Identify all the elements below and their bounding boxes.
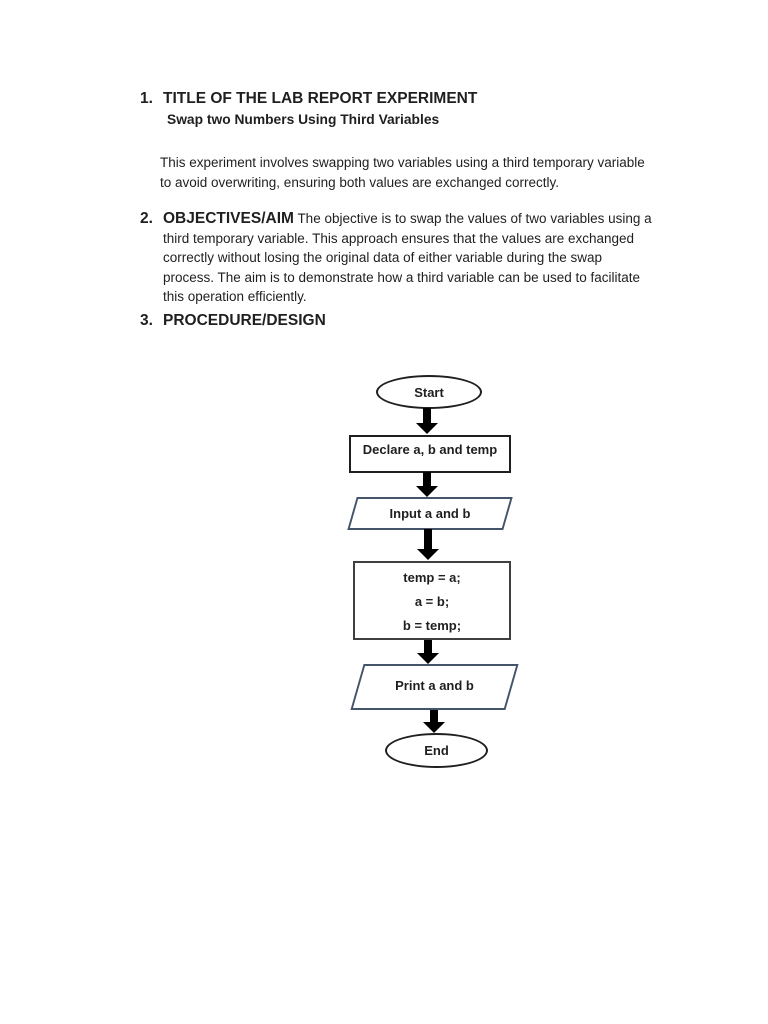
arrow-head: [417, 549, 439, 560]
section-2-first-line: OBJECTIVES/AIM The objective is to swap …: [163, 209, 700, 229]
print-node-label: Print a and b: [395, 677, 474, 693]
arrow-stem: [430, 710, 438, 723]
flowchart-start-node: Start: [376, 375, 482, 409]
arrow-stem: [424, 529, 432, 550]
arrow-down-icon: [417, 640, 439, 664]
paragraph-line: to avoid overwriting, ensuring both valu…: [160, 175, 559, 190]
paragraph-line: third temporary variable. This approach …: [163, 230, 635, 246]
arrow-head: [416, 486, 438, 497]
end-node-label: End: [424, 743, 449, 758]
section-1-paragraph: This experiment involves swapping two va…: [160, 153, 700, 193]
flowchart-print-node: Print a and b: [350, 664, 519, 710]
arrow-head: [417, 653, 439, 664]
section-1-heading-row: 1. TITLE OF THE LAB REPORT EXPERIMENT: [140, 88, 700, 109]
arrow-down-icon: [423, 710, 445, 733]
arrow-head: [416, 423, 438, 434]
section-1-subtitle: Swap two Numbers Using Third Variables: [167, 112, 440, 127]
paragraph-line: process. The aim is to demonstrate how a…: [163, 269, 641, 285]
swap-statement: b = temp;: [402, 618, 462, 633]
arrow-head: [423, 722, 445, 733]
paragraph-line: this operation efficiently.: [163, 289, 307, 304]
section-1-number: 1.: [140, 90, 153, 107]
section-3-title: PROCEDURE/DESIGN: [163, 311, 326, 329]
arrow-stem: [423, 472, 431, 487]
flowchart-declare-node: Declare a, b and temp: [349, 435, 511, 473]
section-1-title: TITLE OF THE LAB REPORT EXPERIMENT: [163, 90, 478, 107]
section-2-title: OBJECTIVES/AIM: [163, 210, 294, 227]
lab-report-text: 1. TITLE OF THE LAB REPORT EXPERIMENT Sw…: [140, 88, 700, 331]
arrow-down-icon: [416, 408, 438, 434]
flowchart-swap-process-node: temp = a; a = b; b = temp;: [353, 561, 511, 640]
arrow-down-icon: [417, 529, 439, 560]
arrow-down-icon: [416, 472, 438, 497]
paragraph-line: correctly without losing the original da…: [163, 250, 602, 265]
paragraph-line: This experiment involves swapping two va…: [160, 155, 645, 170]
start-node-label: Start: [414, 384, 444, 400]
swap-statement: temp = a;: [403, 570, 461, 585]
section-3-heading-row: 3. PROCEDURE/DESIGN: [140, 310, 700, 331]
section-2-number: 2.: [140, 210, 153, 227]
flowchart-input-node: Input a and b: [347, 497, 513, 530]
input-node-label: Input a and b: [389, 506, 471, 521]
section-2-block: 2. OBJECTIVES/AIM The objective is to sw…: [140, 209, 700, 307]
flowchart-end-node: End: [385, 733, 488, 768]
swap-statement: a = b;: [414, 594, 450, 609]
section-3-number: 3.: [140, 311, 153, 329]
declare-node-label: Declare a, b and temp: [362, 441, 498, 457]
arrow-stem: [424, 640, 432, 654]
arrow-stem: [423, 408, 431, 424]
paragraph-line: The objective is to swap the values of t…: [297, 211, 652, 226]
